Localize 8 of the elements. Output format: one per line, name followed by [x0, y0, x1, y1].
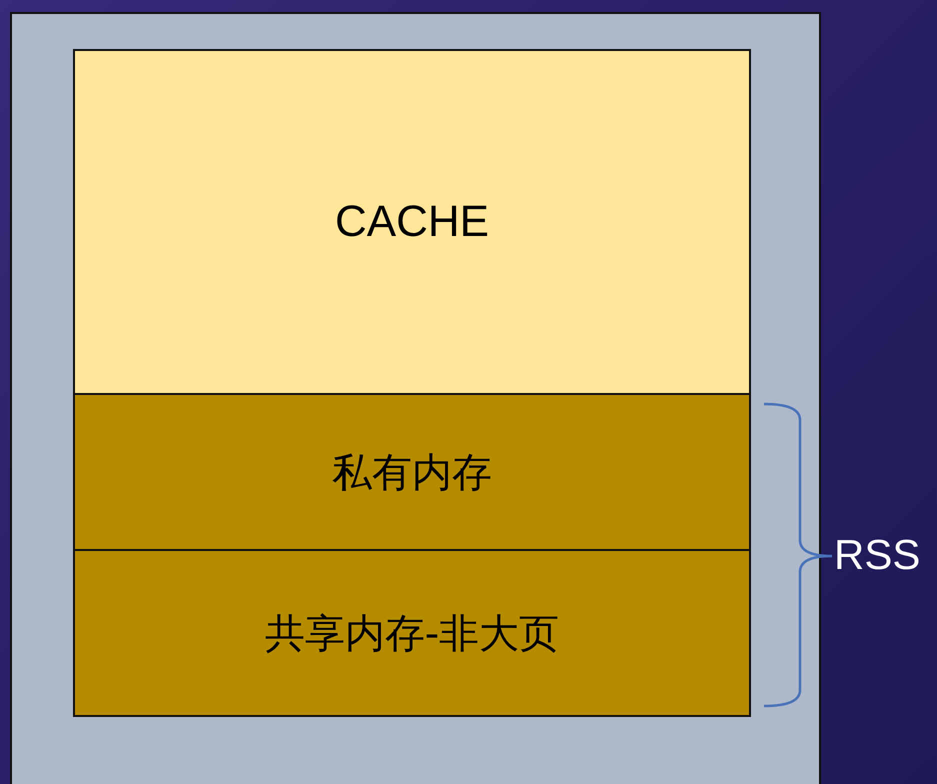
outer-box [10, 12, 821, 784]
cache-box [73, 49, 751, 395]
memory-box [73, 393, 751, 551]
box-label: 共享内存-非大页 [264, 610, 560, 658]
memory-box [73, 549, 751, 717]
box-label: 私有内存 [332, 448, 492, 498]
bracket-label: RSS [834, 534, 920, 576]
box-label: CACHE [334, 197, 490, 247]
